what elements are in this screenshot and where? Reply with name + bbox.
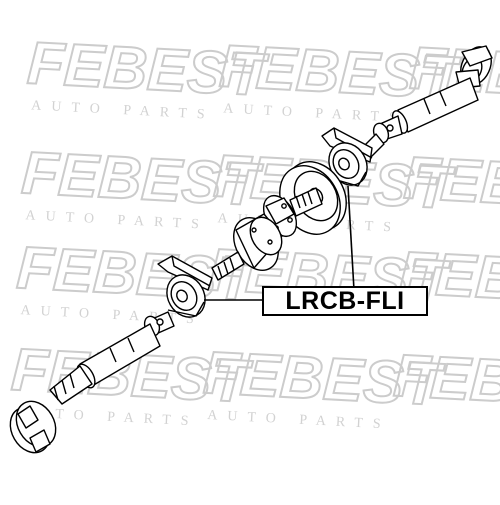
middle-housing <box>233 213 283 271</box>
lower-spline <box>211 251 245 281</box>
leader-line-upper <box>347 185 355 291</box>
part-number-label: LRCB-FLI <box>262 286 428 316</box>
watermark-brand: FEBEST <box>202 339 446 419</box>
upper-yoke-flange <box>455 45 493 89</box>
watermark-brand: FEBEST <box>20 139 264 219</box>
lower-center-bearing <box>157 255 213 318</box>
driveshaft-drawing <box>9 45 493 454</box>
upper-center-bearing <box>321 127 373 187</box>
watermark-brand: FEBEST <box>392 342 500 422</box>
leader-lines <box>204 185 355 301</box>
lower-u-joint <box>143 311 175 337</box>
watermark-brand: FEBEST <box>402 144 500 224</box>
lower-end-yoke <box>9 365 93 454</box>
watermark-brand: FEBEST <box>26 29 270 109</box>
part-number-text: LRCB-FLI <box>285 286 405 315</box>
middle-spline <box>289 187 323 217</box>
